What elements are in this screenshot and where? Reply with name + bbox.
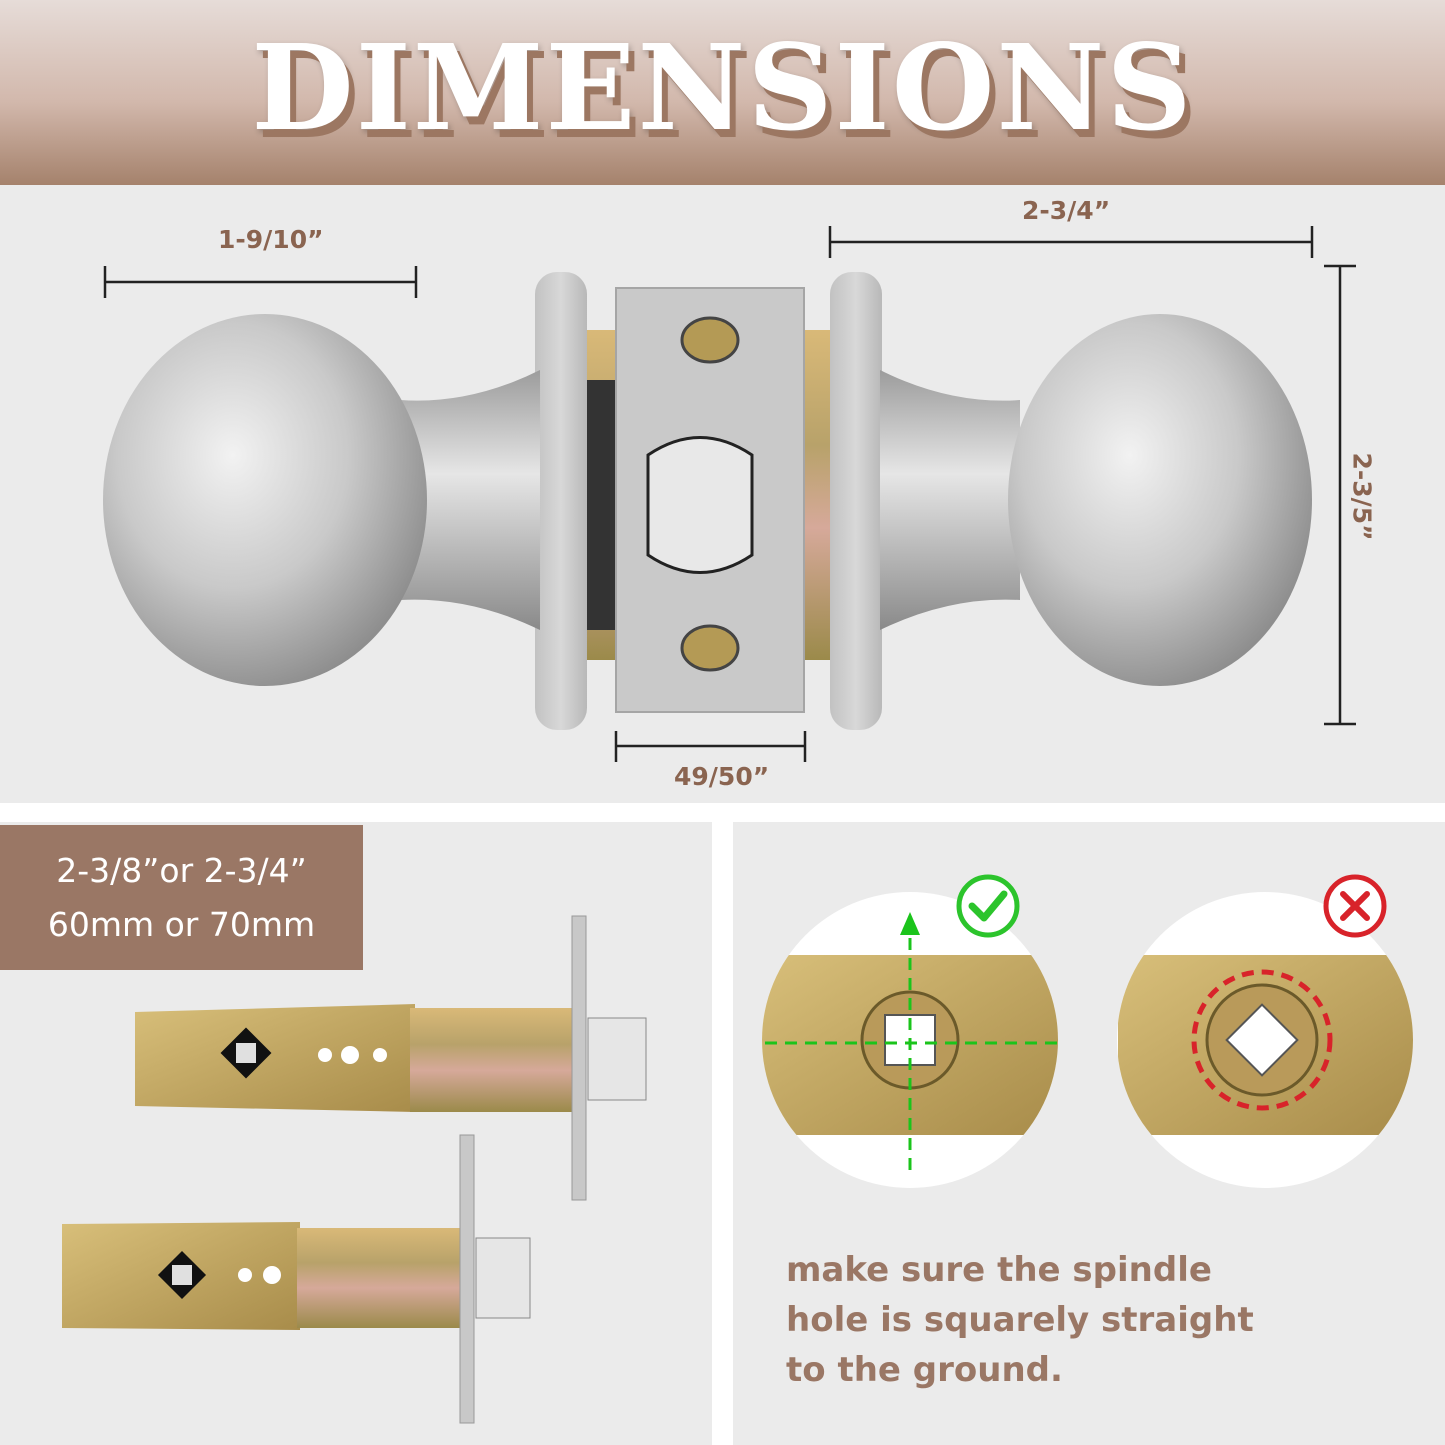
backset-mm: 60mm or 70mm xyxy=(47,905,316,944)
backset-inches: 2-3/8”or 2-3/4” xyxy=(56,851,307,890)
spindle-note: make sure the spindle hole is squarely s… xyxy=(786,1245,1406,1395)
right-knob xyxy=(1008,314,1312,686)
note-line-2: hole is squarely straight xyxy=(786,1300,1254,1340)
x-circle-icon xyxy=(1323,874,1387,938)
page-title: DIMENSIONS xyxy=(251,18,1194,157)
note-line-3: to the ground. xyxy=(786,1350,1063,1390)
rose-height-label: 2-3/5” xyxy=(1347,452,1377,541)
dimension-lines xyxy=(103,226,1356,762)
note-line-1: make sure the spindle xyxy=(786,1250,1212,1290)
left-rose xyxy=(535,272,587,730)
left-knob xyxy=(103,314,427,686)
faceplate-width-label: 49/50” xyxy=(674,762,770,791)
backset-callout: 2-3/8”or 2-3/4” 60mm or 70mm xyxy=(0,825,363,970)
right-rose xyxy=(830,272,882,730)
knob-length-label: 2-3/4” xyxy=(1022,196,1111,225)
header-banner: DIMENSIONS xyxy=(0,0,1445,185)
latch-bolt xyxy=(646,436,754,574)
latch-upper xyxy=(135,915,647,1201)
check-circle-icon xyxy=(956,874,1020,938)
knob-diameter-label: 1-9/10” xyxy=(218,225,324,254)
spindle-wrong xyxy=(1117,892,1413,1188)
latch-lower xyxy=(62,1134,531,1424)
spindle-correct xyxy=(762,892,1058,1188)
